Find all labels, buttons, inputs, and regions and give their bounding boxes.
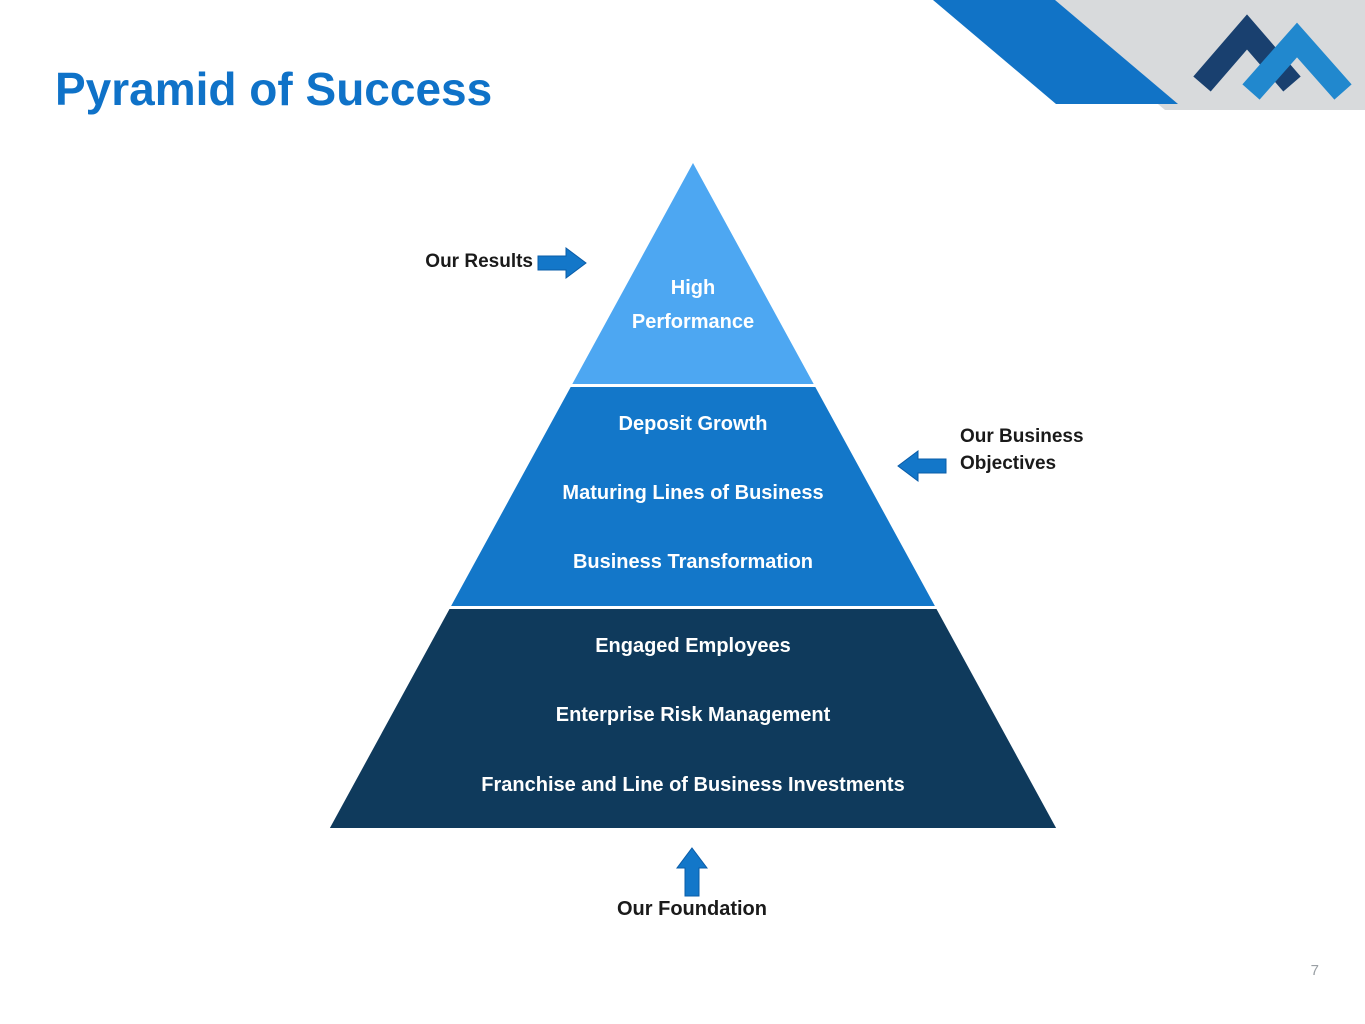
tier-results-line-2: Performance bbox=[631, 311, 755, 333]
pyramid-tier-results bbox=[572, 163, 814, 384]
objectives-label: Our Business Objectives bbox=[960, 426, 1084, 474]
arrow-right-icon bbox=[537, 247, 587, 279]
foundation-label: Our Foundation bbox=[617, 898, 767, 920]
corner-blue-stripe bbox=[933, 0, 1178, 104]
pyramid-tier-foundation bbox=[329, 609, 1057, 828]
slide-title: Pyramid of Success bbox=[55, 63, 493, 115]
logo-chevron-light bbox=[1242, 22, 1352, 100]
tier-foundation-line-2: Enterprise Risk Management bbox=[555, 704, 831, 726]
tier-objectives-line-2: Maturing Lines of Business bbox=[562, 482, 824, 504]
pyramid-tier-objectives bbox=[451, 387, 935, 606]
tier-objectives-line-1: Deposit Growth bbox=[618, 413, 768, 435]
page-number: 7 bbox=[1310, 962, 1319, 979]
tier-foundation-line-1: Engaged Employees bbox=[595, 635, 791, 657]
double-chevron-logo bbox=[1193, 14, 1352, 100]
tier-objectives-line-3: Business Transformation bbox=[572, 551, 814, 573]
tier-results-line-1: High bbox=[670, 277, 716, 299]
results-label: Our Results bbox=[425, 251, 533, 272]
arrow-up-icon bbox=[676, 847, 708, 897]
arrow-left-icon bbox=[897, 450, 947, 482]
tier-foundation-line-3: Franchise and Line of Business Investmen… bbox=[481, 774, 905, 796]
